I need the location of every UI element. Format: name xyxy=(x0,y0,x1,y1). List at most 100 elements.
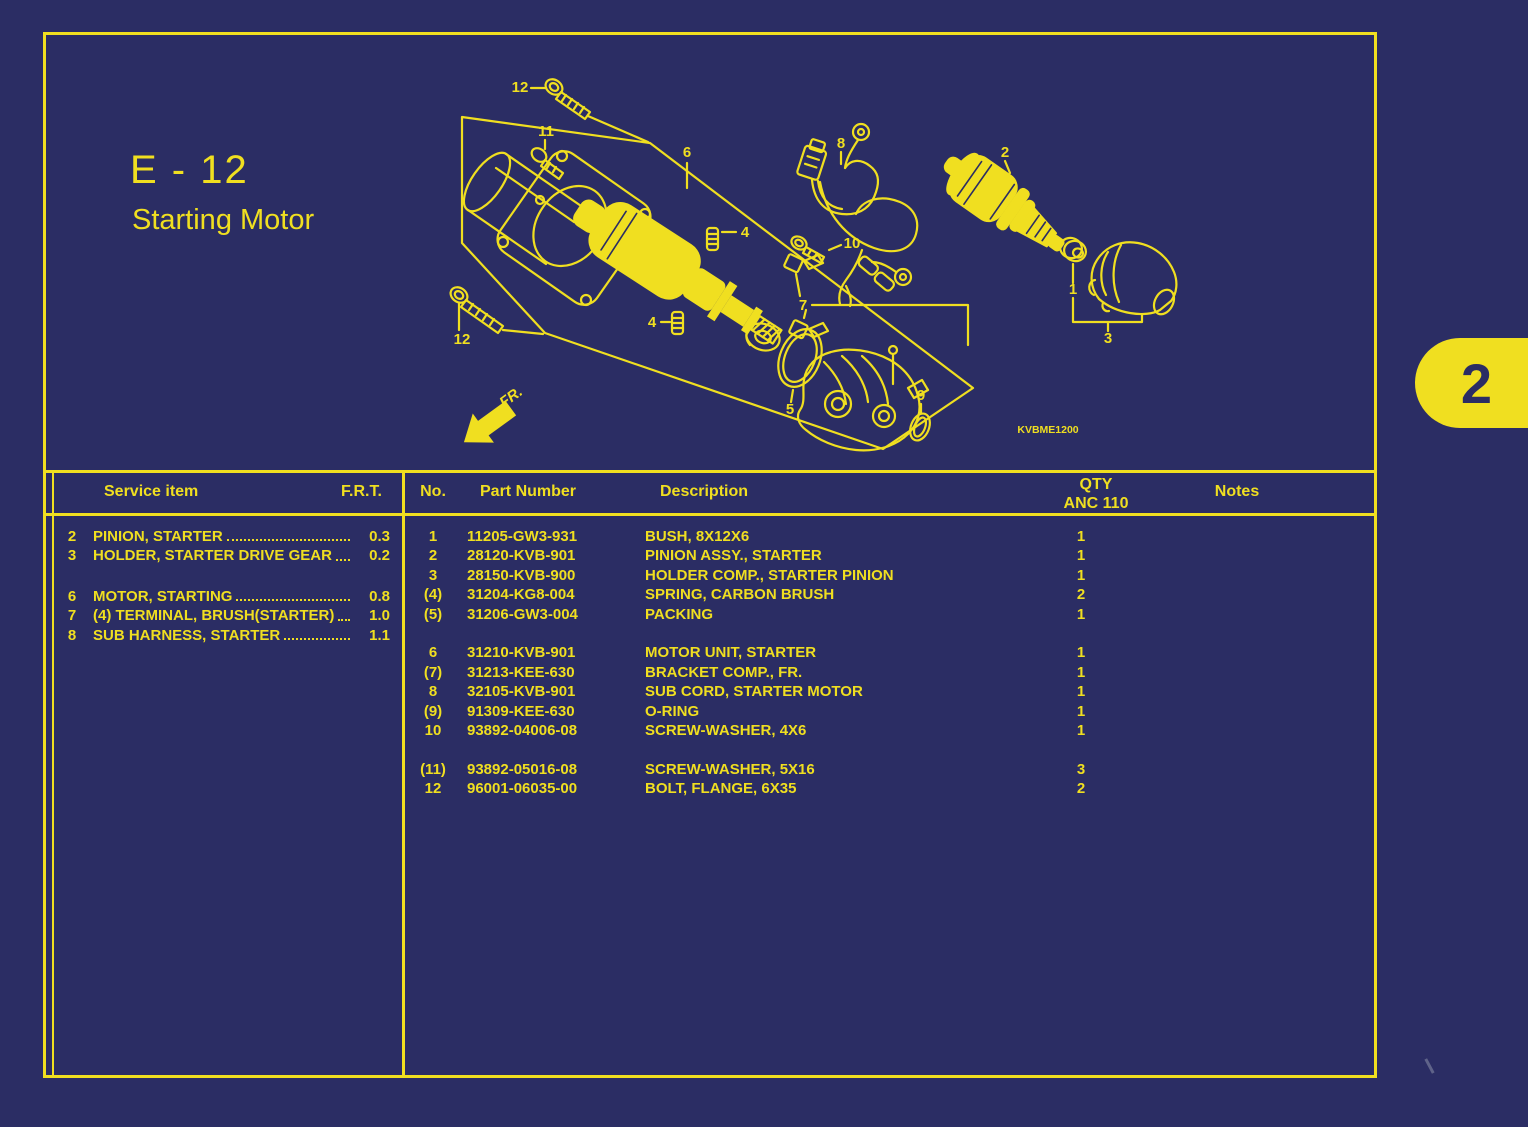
part-notes xyxy=(1141,721,1341,740)
part-number: 32105-KVB-901 xyxy=(467,683,576,701)
part-notes xyxy=(1141,663,1341,682)
part-description: SCREW-WASHER, 5X16 xyxy=(645,760,815,778)
part-ref-no: 2 xyxy=(428,547,438,565)
part-ref-no: 6 xyxy=(428,644,438,662)
part-description: MOTOR UNIT, STARTER xyxy=(645,644,817,662)
service-row: 7 (4) TERMINAL, BRUSH(STARTER) 1.0 xyxy=(57,606,390,625)
part-qty: 3 xyxy=(1076,760,1086,778)
part-notes xyxy=(1141,760,1341,779)
parts-row: (9) 91309-KEE-630 O-RING 1 xyxy=(403,702,1377,721)
service-frt-value: 1.1 xyxy=(369,626,390,644)
parts-row: 6 31210-KVB-901 MOTOR UNIT, STARTER 1 xyxy=(403,643,1377,662)
page-tab[interactable]: 2 xyxy=(1415,338,1528,428)
part-number: 93892-05016-08 xyxy=(467,760,578,778)
section-title: Starting Motor xyxy=(132,204,315,236)
part-number: 28120-KVB-901 xyxy=(467,547,576,565)
frt-header: F.R.T. xyxy=(341,483,382,500)
part-description: BOLT, FLANGE, 6X35 xyxy=(645,780,797,798)
part-description: SPRING, CARBON BRUSH xyxy=(645,586,835,604)
service-ref-no: 7 xyxy=(67,607,77,625)
part-notes xyxy=(1141,527,1341,546)
service-ref-no: 8 xyxy=(67,626,77,644)
part-qty: 1 xyxy=(1076,644,1086,662)
table-left-rule xyxy=(52,470,54,1075)
part-description: O-RING xyxy=(645,702,700,720)
part-ref-no: 12 xyxy=(424,780,442,798)
part-ref-no: 1 xyxy=(428,528,438,545)
part-ref-no: 8 xyxy=(428,683,438,701)
part-number: 28150-KVB-900 xyxy=(467,566,576,584)
service-frt-value: 0.3 xyxy=(369,528,390,545)
part-qty: 1 xyxy=(1076,528,1086,545)
service-frt-value: 1.0 xyxy=(369,607,390,625)
part-number: 96001-06035-00 xyxy=(467,780,578,798)
parts-group-spacer xyxy=(403,624,1377,643)
part-qty: 1 xyxy=(1076,702,1086,720)
part-notes xyxy=(1141,605,1341,624)
qty-header-line2: ANC 110 xyxy=(1063,495,1129,512)
part-qty: 1 xyxy=(1076,663,1086,681)
qty-header-line1: QTY xyxy=(1079,476,1113,493)
part-description: HOLDER COMP., STARTER PINION xyxy=(645,566,894,584)
part-qty: 1 xyxy=(1076,683,1086,701)
service-item-name: PINION, STARTER xyxy=(93,528,223,545)
service-item-header: Service item xyxy=(104,483,199,500)
part-notes xyxy=(1141,566,1341,585)
table-header-rule xyxy=(46,513,1374,516)
service-ref-no: 3 xyxy=(67,547,77,565)
dot-leader xyxy=(335,558,350,561)
part-number: 31204-KG8-004 xyxy=(467,586,575,604)
parts-row: (5) 31206-GW3-004 PACKING 1 xyxy=(403,605,1377,624)
parts-row: 8 32105-KVB-901 SUB CORD, STARTER MOTOR 1 xyxy=(403,682,1377,701)
cursor-mark xyxy=(1424,1058,1435,1074)
part-number: 31206-GW3-004 xyxy=(467,605,578,623)
part-qty: 1 xyxy=(1076,605,1086,623)
part-number: 91309-KEE-630 xyxy=(467,702,575,720)
service-item-name: HOLDER, STARTER DRIVE GEAR xyxy=(93,547,332,565)
page-frame xyxy=(43,32,1377,1078)
part-description: BUSH, 8X12X6 xyxy=(645,528,750,545)
page-tab-number: 2 xyxy=(1460,351,1493,415)
section-code: E - 12 xyxy=(130,148,249,192)
part-ref-no: (9) xyxy=(423,702,443,720)
part-description: PINION ASSY., STARTER xyxy=(645,547,822,565)
service-frt-value: 0.8 xyxy=(369,587,390,605)
part-description: BRACKET COMP., FR. xyxy=(645,663,803,681)
part-ref-no: (5) xyxy=(423,605,443,623)
part-qty: 2 xyxy=(1076,780,1086,798)
notes-header: Notes xyxy=(1214,483,1260,500)
dot-leader xyxy=(236,599,350,602)
part-qty: 1 xyxy=(1076,721,1086,739)
part-ref-no: (7) xyxy=(423,663,443,681)
part-number: 93892-04006-08 xyxy=(467,721,578,739)
service-item-name: (4) TERMINAL, BRUSH(STARTER) xyxy=(93,607,335,625)
part-notes xyxy=(1141,702,1341,721)
part-number: 31210-KVB-901 xyxy=(467,644,576,662)
description-header: Description xyxy=(660,483,749,500)
service-row: 3 HOLDER, STARTER DRIVE GEAR 0.2 xyxy=(57,546,390,565)
part-qty: 1 xyxy=(1076,566,1086,584)
part-notes xyxy=(1141,585,1341,604)
service-frt-value: 0.2 xyxy=(369,547,390,565)
part-notes xyxy=(1141,779,1341,798)
parts-row: 12 96001-06035-00 BOLT, FLANGE, 6X35 2 xyxy=(403,779,1377,798)
parts-group-spacer xyxy=(403,740,1377,759)
part-notes xyxy=(1141,682,1341,701)
dot-leader xyxy=(226,539,350,542)
part-description: SUB CORD, STARTER MOTOR xyxy=(645,683,863,701)
part-ref-no: (4) xyxy=(423,586,443,604)
part-description: PACKING xyxy=(645,605,714,623)
table-top-rule xyxy=(46,470,1374,473)
